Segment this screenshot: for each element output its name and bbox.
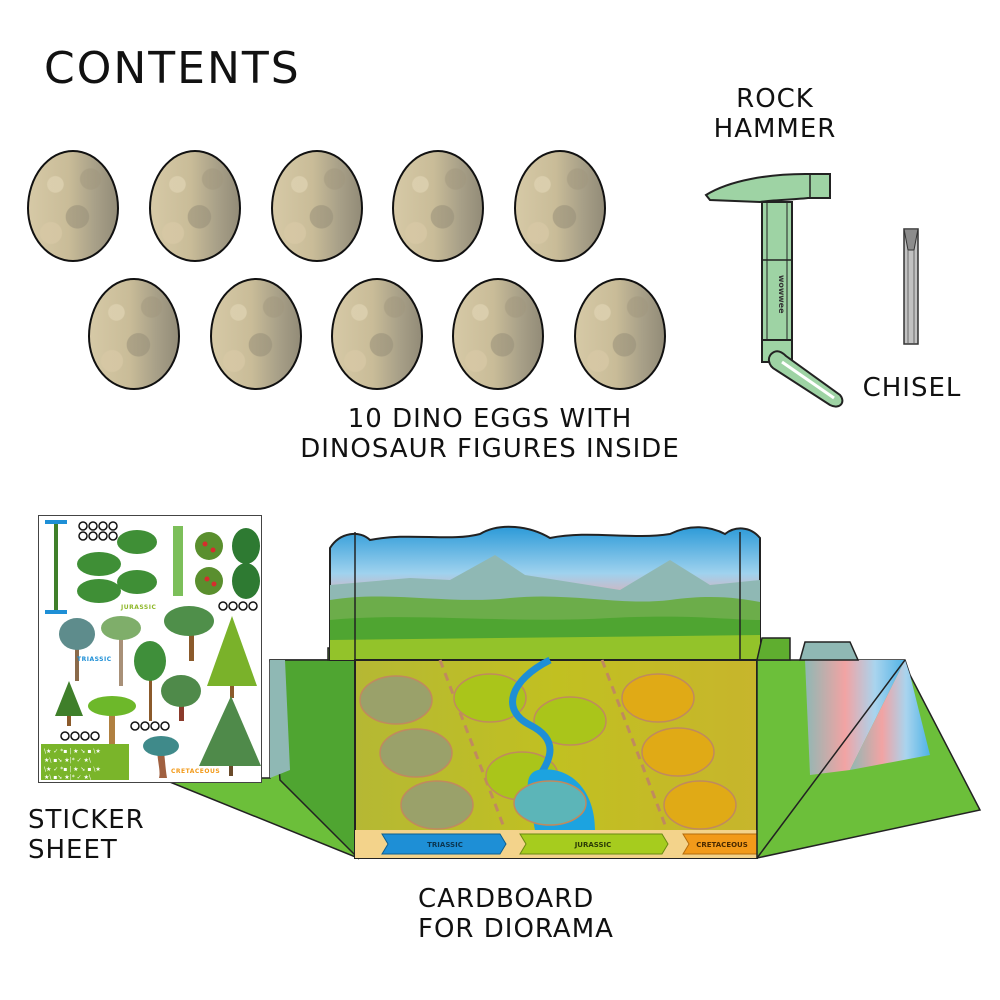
dino-egg: [392, 150, 484, 262]
dino-egg: [574, 278, 666, 390]
svg-text:\★ ✓ *▪ | ★ ➘ ▪ \★: \★ ✓ *▪ | ★ ➘ ▪ \★: [44, 748, 101, 755]
eggs-label: 10 DINO EGGS WITH DINOSAUR FIGURES INSID…: [300, 404, 680, 465]
chisel-label: CHISEL: [862, 373, 962, 403]
hammer-label-line1: ROCK: [736, 84, 814, 114]
diorama-cardboard: TRIASSIC JURASSIC CRETACEOUS: [159, 525, 982, 860]
timeline-jurassic: JURASSIC: [574, 841, 612, 849]
hammer-label: ROCK HAMMER: [700, 84, 850, 145]
dino-egg: [514, 150, 606, 262]
svg-text:★\ ▪➘ ★|* ✓ ★\: ★\ ▪➘ ★|* ✓ ★\: [44, 757, 92, 764]
sticker-era-triassic: TRIASSIC: [77, 656, 112, 663]
sticker-sheet: \★ ✓ *▪ | ★ ➘ ▪ \★ ★\ ▪➘ ★|* ✓ ★\ \★ ✓ *…: [38, 515, 262, 783]
dino-egg: [88, 278, 180, 390]
svg-text:★\ ▪➘ ★|* ✓ ★\: ★\ ▪➘ ★|* ✓ ★\: [44, 774, 92, 781]
dino-egg: [271, 150, 363, 262]
diorama-label: CARDBOARD FOR DIORAMA: [418, 884, 628, 945]
timeline-cretaceous: CRETACEOUS: [696, 841, 748, 849]
dino-egg: [452, 278, 544, 390]
sticker-sheet-label: STICKER SHEET: [28, 805, 148, 866]
dino-egg: [331, 278, 423, 390]
sticker-sheet-art: \★ ✓ *▪ | ★ ➘ ▪ \★ ★\ ▪➘ ★|* ✓ ★\ \★ ✓ *…: [41, 520, 261, 781]
hammer-label-line2: HAMMER: [713, 113, 837, 144]
dino-egg: [149, 150, 241, 262]
eggs-label-line1: 10 DINO EGGS WITH: [347, 404, 633, 434]
dino-egg: [210, 278, 302, 390]
svg-text:wowwee: wowwee: [777, 275, 786, 314]
page-title: CONTENTS: [44, 43, 301, 94]
sticker-label-line1: STICKER: [28, 805, 145, 835]
svg-text:\★ ✓ *▪ | ★ ➘ ▪ \★: \★ ✓ *▪ | ★ ➘ ▪ \★: [44, 766, 101, 773]
rock-hammer-icon: wowwee: [704, 173, 844, 408]
diorama-label-line2: FOR DIORAMA: [418, 913, 614, 944]
sticker-era-cretaceous: CRETACEOUS: [171, 768, 221, 775]
dino-egg: [27, 150, 119, 262]
timeline-triassic: TRIASSIC: [427, 841, 463, 849]
sticker-era-jurassic: JURASSIC: [121, 604, 157, 611]
chisel-icon: [903, 228, 919, 345]
sticker-label-line2: SHEET: [28, 834, 118, 865]
eggs-label-line2: DINOSAUR FIGURES INSIDE: [300, 433, 680, 464]
diorama-label-line1: CARDBOARD: [418, 884, 595, 914]
